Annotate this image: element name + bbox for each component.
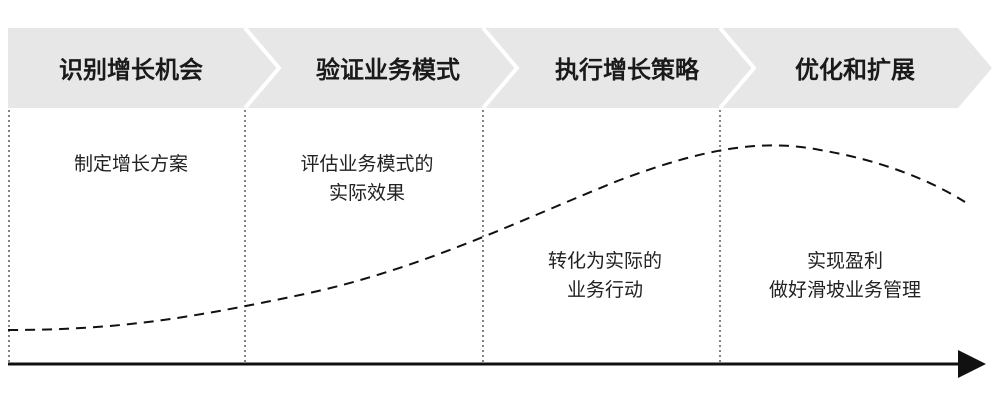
chevron-stage-3 [483, 28, 754, 108]
stage-2-description-line-2: 实际效果 [329, 182, 405, 204]
chevron-stage-4 [720, 28, 992, 108]
stage-1-description-line-1: 制定增长方案 [74, 153, 188, 175]
timeline-arrow-icon [958, 350, 986, 378]
stage-labels: 识别增长机会 验证业务模式 执行增长策略 优化和扩展 [59, 56, 915, 84]
stage-2-label: 验证业务模式 [316, 56, 460, 84]
stage-1-label: 识别增长机会 [59, 56, 203, 84]
timeline-axis [8, 350, 986, 378]
stage-3-description-line-2: 业务行动 [567, 279, 643, 301]
chevron-stage-2 [245, 28, 517, 108]
stage-4-description-line-1: 实现盈利 [807, 250, 883, 272]
stage-chevrons [8, 26, 992, 110]
stage-4-label: 优化和扩展 [795, 56, 915, 84]
stage-2-description-line-1: 评估业务模式的 [300, 153, 433, 175]
stage-4-description-line-2: 做好滑坡业务管理 [769, 279, 921, 301]
stage-dividers [8, 110, 721, 362]
stage-descriptions: 制定增长方案 评估业务模式的 实际效果 转化为实际的 业务行动 实现盈利 做好滑… [74, 153, 921, 301]
stage-3-description-line-1: 转化为实际的 [548, 250, 662, 272]
chevron-stage-1 [8, 28, 279, 108]
stage-3-label: 执行增长策略 [555, 56, 700, 84]
